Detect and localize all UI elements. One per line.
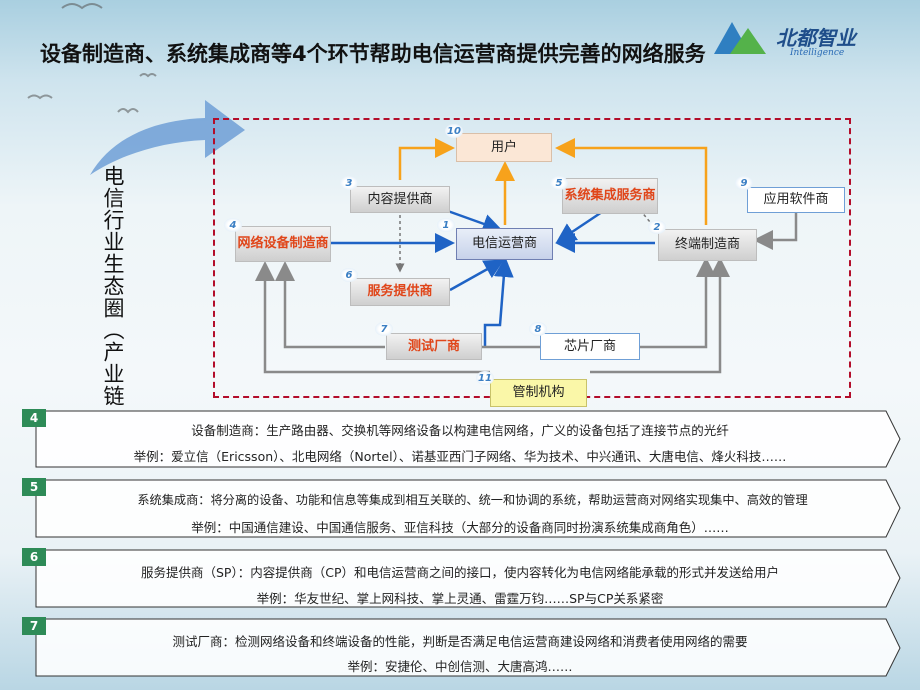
node-equipment-maker: 网络设备制造商 <box>235 226 331 262</box>
arrow-regulator-to-equip <box>255 261 490 374</box>
logo-mark-icon <box>714 22 766 54</box>
row-examples: 举例：安捷伦、中创信测、大唐高鸿…… <box>347 659 573 674</box>
badge-8: 8 <box>529 322 547 336</box>
row-description: 系统集成商：将分离的设备、功能和信息等集成到相互关联的、统一和协调的系统，帮助运… <box>137 493 808 507</box>
arrow-terminal-to-user <box>555 138 708 225</box>
row-frame <box>35 549 901 608</box>
node-telecom-operator: 电信运营商 <box>456 228 553 260</box>
bird-icon <box>139 73 157 78</box>
arrow-regulator-to-terminal <box>590 257 730 374</box>
badge-2: 2 <box>648 220 666 234</box>
badge-6: 6 <box>340 268 358 282</box>
curved-arrow-icon <box>90 100 245 175</box>
node-system-integrator: 系统集成服务商 <box>562 178 658 214</box>
node-terminal-maker: 终端制造商 <box>658 229 757 261</box>
node-user: 用户 <box>456 133 552 162</box>
node-app-software: 应用软件商 <box>747 187 845 213</box>
row-description: 服务提供商（SP）：内容提供商（CP）和电信运营商之间的接口，使内容转化为电信网… <box>141 565 779 580</box>
node-service-provider: 服务提供商 <box>350 278 450 306</box>
badge-10: 10 <box>445 124 463 138</box>
row-examples: 举例：华友世纪、掌上网科技、掌上灵通、雷霆万钧……SP与CP关系紧密 <box>256 591 664 606</box>
node-equip-label: 网络设备制造商 <box>237 236 329 251</box>
row-frame <box>35 410 901 468</box>
badge-7: 7 <box>375 322 393 336</box>
node-content-label: 内容提供商 <box>367 191 433 207</box>
row-description: 测试厂商：检测网络设备和终端设备的性能，判断是否满足电信运营商建设网络和消费者使… <box>172 634 748 649</box>
row-frame <box>35 618 901 677</box>
node-regulator-label: 管制机构 <box>512 385 565 400</box>
row-number-badge: 7 <box>22 617 46 635</box>
node-app-label: 应用软件商 <box>763 192 829 207</box>
page-title: 设备制造商、系统集成商等4个环节帮助电信运营商提供完善的网络服务 <box>40 42 706 66</box>
row-examples: 举例：爱立信（Ericsson）、北电网络（Nortel）、诺基亚西门子网络、华… <box>133 449 787 464</box>
node-test-vendor: 测试厂商 <box>386 333 482 360</box>
logo-text: 北都智业 <box>776 26 856 50</box>
node-terminal-label: 终端制造商 <box>674 237 740 252</box>
node-operator-label: 电信运营商 <box>471 236 537 251</box>
row-frame <box>35 479 901 538</box>
node-chip-maker: 芯片厂商 <box>540 333 640 360</box>
badge-1: 1 <box>437 218 455 232</box>
badge-9: 9 <box>735 176 753 190</box>
node-test-label: 测试厂商 <box>407 338 460 354</box>
row-number-badge: 5 <box>22 478 46 496</box>
node-user-label: 用户 <box>490 139 517 155</box>
row-number-badge: 4 <box>22 409 46 427</box>
arrow-app-to-terminal <box>753 212 798 250</box>
row-number-badge: 6 <box>22 548 46 566</box>
arrow-test-to-equip <box>275 261 385 349</box>
arrow-test-to-operator <box>483 257 514 347</box>
node-content-provider: 内容提供商 <box>350 186 450 213</box>
node-service-label: 服务提供商 <box>367 284 433 299</box>
bird-icon <box>61 3 103 10</box>
bird-icon <box>27 94 53 100</box>
badge-11: 11 <box>476 371 494 385</box>
badge-5: 5 <box>550 176 568 190</box>
arrow-service-to-operator <box>449 259 505 292</box>
node-integrator-label: 系统集成服务商 <box>564 188 656 203</box>
logo-subtext: Intelligence <box>790 48 845 58</box>
side-label: 电信行业生态圈（产业链 <box>101 165 125 407</box>
row-examples: 举例：中国通信建设、中国通信服务、亚信科技（大部分的设备商同时扮演系统集成商角色… <box>191 520 729 535</box>
node-regulator: 管制机构 <box>490 379 587 407</box>
logo <box>706 18 906 68</box>
badge-4: 4 <box>224 218 242 232</box>
row-description: 设备制造商：生产路由器、交换机等网络设备以构建电信网络，广义的设备包括了连接节点… <box>191 423 729 438</box>
arrow-content-to-user <box>398 138 455 180</box>
node-chip-label: 芯片厂商 <box>563 338 616 354</box>
bird-icon <box>117 108 139 114</box>
arrow-content-to-operator <box>444 208 503 234</box>
badge-3: 3 <box>340 176 358 190</box>
